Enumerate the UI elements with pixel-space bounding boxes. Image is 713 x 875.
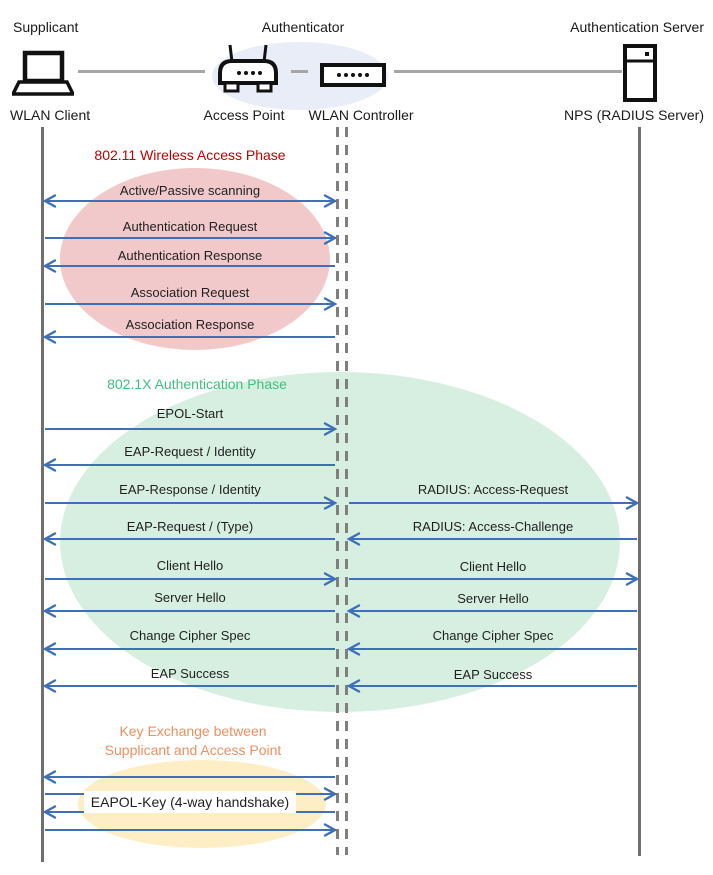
actor-role-authenticator: Authenticator <box>261 19 345 35</box>
message-arrow <box>42 330 335 344</box>
message-arrow <box>45 496 338 510</box>
message-arrow <box>42 642 335 656</box>
phase-title-wireless-access: 802.11 Wireless Access Phase <box>94 147 286 163</box>
lifeline-wlan-controller-dashed-1 <box>336 127 339 855</box>
message-arrow <box>42 679 335 693</box>
message-arrow <box>42 458 335 472</box>
laptop-icon <box>12 50 74 96</box>
connector-line-left <box>78 70 205 73</box>
lifeline-wlan-controller-dashed-2 <box>345 127 348 855</box>
message-arrow <box>42 259 335 273</box>
message-arrow <box>45 572 338 586</box>
phase-title-key-exchange-line2: Supplicant and Access Point <box>104 742 282 758</box>
message-arrow <box>42 805 335 819</box>
actor-role-auth-server: Authentication Server <box>570 19 704 35</box>
device-label-wlan-client: WLAN Client <box>10 107 91 123</box>
wlan-controller-icon <box>320 63 386 87</box>
message-arrow <box>45 297 338 311</box>
message-arrow <box>346 604 637 618</box>
device-label-access-point: Access Point <box>203 107 285 123</box>
message-arrow <box>45 787 338 801</box>
lifeline-nps-server <box>638 127 641 856</box>
message-arrow <box>42 194 338 208</box>
actor-role-supplicant: Supplicant <box>13 19 79 35</box>
connector-line-right <box>394 70 622 73</box>
connector-dash-middle <box>291 70 308 73</box>
message-arrow <box>42 604 335 618</box>
message-arrow <box>45 231 338 245</box>
message-arrow <box>346 532 637 546</box>
message-arrow <box>349 572 640 586</box>
message-arrow <box>346 679 637 693</box>
message-arrow <box>45 823 338 837</box>
access-point-icon <box>218 44 278 93</box>
message-arrow <box>346 642 637 656</box>
message-arrow <box>349 496 640 510</box>
server-icon <box>623 44 657 102</box>
phase-title-key-exchange-line1: Key Exchange between <box>119 723 267 739</box>
message-arrow <box>42 532 335 546</box>
device-label-wlan-controller: WLAN Controller <box>308 107 414 123</box>
device-label-nps: NPS (RADIUS Server) <box>563 107 704 123</box>
lifeline-wlan-client <box>41 127 44 862</box>
message-arrow <box>42 770 335 784</box>
wireless-access-phase-ellipse <box>60 168 330 350</box>
message-arrow <box>45 422 338 436</box>
phase-title-dot1x-auth: 802.1X Authentication Phase <box>107 376 287 392</box>
